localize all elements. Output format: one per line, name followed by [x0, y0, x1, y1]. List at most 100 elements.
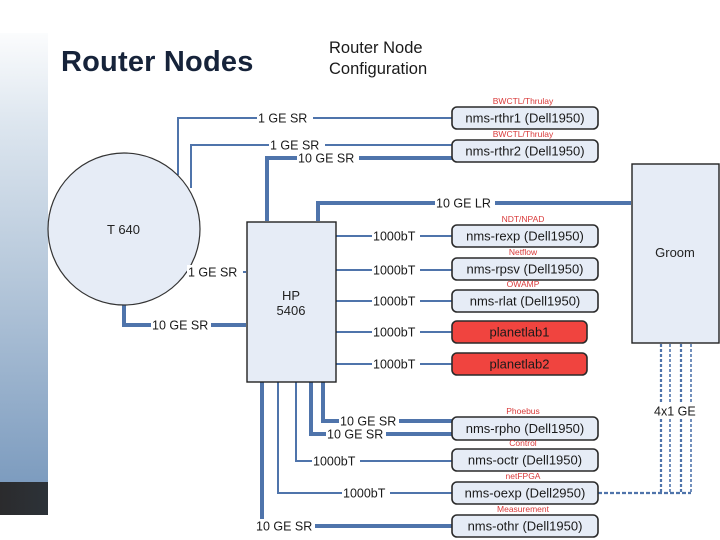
link-line — [177, 117, 452, 175]
link-label: 1000bT — [343, 487, 386, 501]
link-line — [277, 382, 452, 494]
node-role-annotation: Netflow — [509, 247, 538, 257]
link-label: 1000bT — [313, 455, 356, 469]
node-rpsv: nms-rpsv (Dell1950) Netflow — [451, 247, 599, 281]
hp-label-line2: 5406 — [277, 303, 306, 318]
t640-label: T 640 — [107, 222, 140, 237]
page-title: Router Nodes — [61, 46, 254, 78]
link-line — [265, 156, 452, 221]
link-t640-rthr1 — [177, 117, 452, 175]
link-label: 1000bT — [373, 295, 416, 309]
link-label-bg — [372, 294, 420, 308]
node-box — [451, 416, 599, 441]
node-octr: nms-octr (Dell1950)Control — [451, 438, 599, 472]
nodes-layer: nms-rthr1 (Dell1950)BWCTL/Thrulaynms-rth… — [451, 96, 599, 538]
node-role-annotation: netFPGA — [506, 471, 541, 481]
link-label: 10 GE SR — [327, 428, 383, 442]
link-label: 1 GE SR — [258, 112, 307, 126]
link-label-bg — [151, 318, 211, 332]
link-label: 1000bT — [373, 264, 416, 278]
groom-label: Groom — [655, 245, 695, 260]
node-planetlab1: planetlab1 — [451, 320, 588, 344]
highlighted-node-box — [451, 320, 588, 344]
subtitle-line-2: Configuration — [329, 60, 428, 78]
node-role-annotation: Phoebus — [506, 406, 540, 416]
sidebar-band — [0, 482, 48, 515]
link-label-bg — [342, 486, 390, 500]
link-label-bg — [187, 265, 243, 279]
link-t640-rthr2 — [190, 144, 452, 188]
link-hp-rpho — [321, 382, 452, 423]
node-rexp: nms-rexp (Dell1950) NDT/NPAD — [451, 214, 599, 248]
link-label-bg — [435, 196, 495, 210]
link-labels-layer: 1 GE SR 1 GE SR 10 GE SR 10 GE LR 1000bT 1000… — [151, 111, 700, 534]
node-rlat: nms-rlat (Dell1950) OWAMP — [451, 279, 599, 313]
node-role-annotation: Measurement — [497, 504, 550, 514]
node-box — [451, 257, 599, 281]
node-label: planetlab1 — [490, 325, 550, 340]
hp-label-line1: HP — [282, 288, 300, 303]
link-label: 10 GE SR — [298, 152, 354, 166]
link-label: 1000bT — [373, 358, 416, 372]
node-rthr2: nms-rthr2 (Dell1950)BWCTL/Thrulay — [451, 129, 599, 163]
node-label: planetlab2 — [490, 357, 550, 372]
highlighted-node-box — [451, 352, 588, 376]
sidebar-gradient — [0, 33, 48, 482]
link-label-bg — [372, 357, 420, 371]
node-label: nms-rthr2 (Dell1950) — [465, 144, 584, 159]
link-label-bg — [312, 454, 360, 468]
link-label-bg — [372, 325, 420, 339]
groom-box — [631, 163, 720, 344]
link-line — [190, 144, 452, 188]
link-label: 1000bT — [373, 230, 416, 244]
link-label-bg — [652, 403, 700, 419]
node-label: nms-rthr1 (Dell1950) — [465, 111, 584, 126]
node-role-annotation: NDT/NPAD — [502, 214, 545, 224]
node-label: nms-rpsv (Dell1950) — [466, 262, 583, 277]
link-label: 10 GE SR — [340, 415, 396, 429]
links-layer — [122, 117, 692, 528]
link-hp-oexp — [277, 382, 452, 494]
link-hp-rpho — [309, 382, 452, 436]
link-label-bg — [372, 229, 420, 243]
link-label: 10 GE LR — [436, 197, 491, 211]
subtitle-line-1: Router Node — [329, 39, 423, 57]
node-label: nms-octr (Dell1950) — [468, 453, 582, 468]
link-label-bg — [297, 151, 359, 165]
node-box — [451, 139, 599, 163]
link-line — [295, 382, 452, 462]
link-label: 10 GE SR — [152, 319, 208, 333]
node-role-annotation: OWAMP — [507, 279, 540, 289]
device-groom: Groom — [631, 163, 720, 344]
link-label-bg — [372, 263, 420, 277]
link-line — [309, 382, 452, 436]
link-groom-oexp — [598, 344, 692, 495]
node-box — [451, 224, 599, 248]
link-hp-rthr2 — [265, 156, 452, 221]
node-box — [451, 514, 599, 538]
node-box — [451, 106, 599, 130]
node-label: nms-othr (Dell1950) — [468, 519, 583, 534]
node-othr: nms-othr (Dell1950) Measurement — [451, 504, 599, 538]
node-box — [451, 448, 599, 472]
node-box — [451, 481, 599, 505]
device-t640: T 640 — [47, 152, 201, 306]
link-label: 1 GE SR — [188, 266, 237, 280]
link-label-bg — [339, 414, 399, 428]
hp5406-box — [246, 221, 337, 383]
link-hp-octr — [295, 382, 452, 462]
link-label-bg — [255, 519, 315, 533]
node-label: nms-rlat (Dell1950) — [470, 294, 581, 309]
node-planetlab2: planetlab2 — [451, 352, 588, 376]
node-label: nms-rexp (Dell1950) — [466, 229, 584, 244]
t640-circle — [47, 152, 201, 306]
node-rpho: nms-rpho (Dell1950) Phoebus — [451, 406, 599, 441]
node-label: nms-rpho (Dell1950) — [466, 421, 585, 436]
link-label: 1000bT — [373, 326, 416, 340]
link-label-bg — [326, 427, 386, 441]
node-box — [451, 289, 599, 313]
diagram-subtitle: Router Node Configuration — [329, 38, 427, 80]
